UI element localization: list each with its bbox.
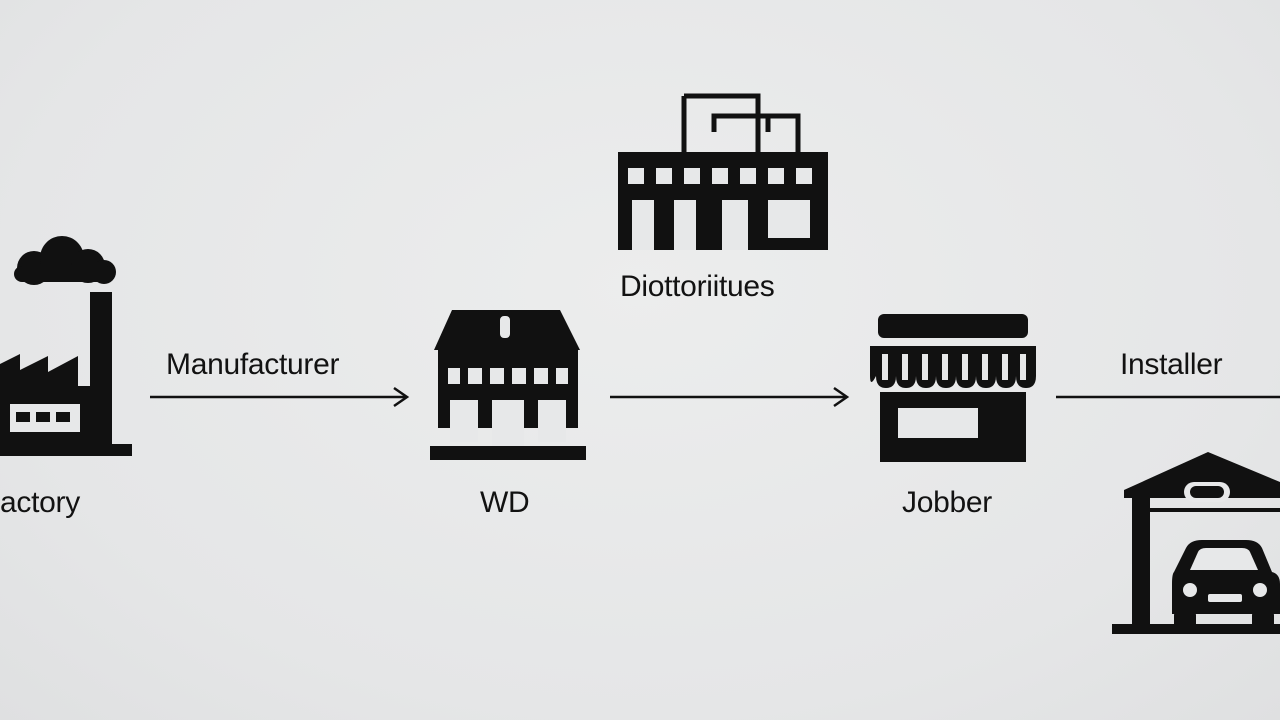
- arrow-wd-to-jobber: [610, 384, 852, 410]
- node-label-factory: actory: [0, 486, 80, 519]
- line-jobber-to-installer: [1056, 384, 1280, 410]
- distribution-building-icon: [618, 92, 830, 250]
- storefront-icon: [868, 312, 1038, 462]
- garage-car-icon: [1112, 452, 1280, 634]
- edge-label-installer: Installer: [1120, 348, 1223, 381]
- edge-label-manufacturer: Manufacturer: [166, 348, 340, 381]
- node-label-jobber: Jobber: [902, 486, 992, 519]
- node-label-distributor: Diottoriitues: [620, 270, 775, 303]
- warehouse-icon: [430, 310, 586, 460]
- factory-icon: [0, 236, 135, 458]
- node-label-wd: WD: [480, 486, 530, 519]
- arrow-factory-to-wd: [150, 384, 412, 410]
